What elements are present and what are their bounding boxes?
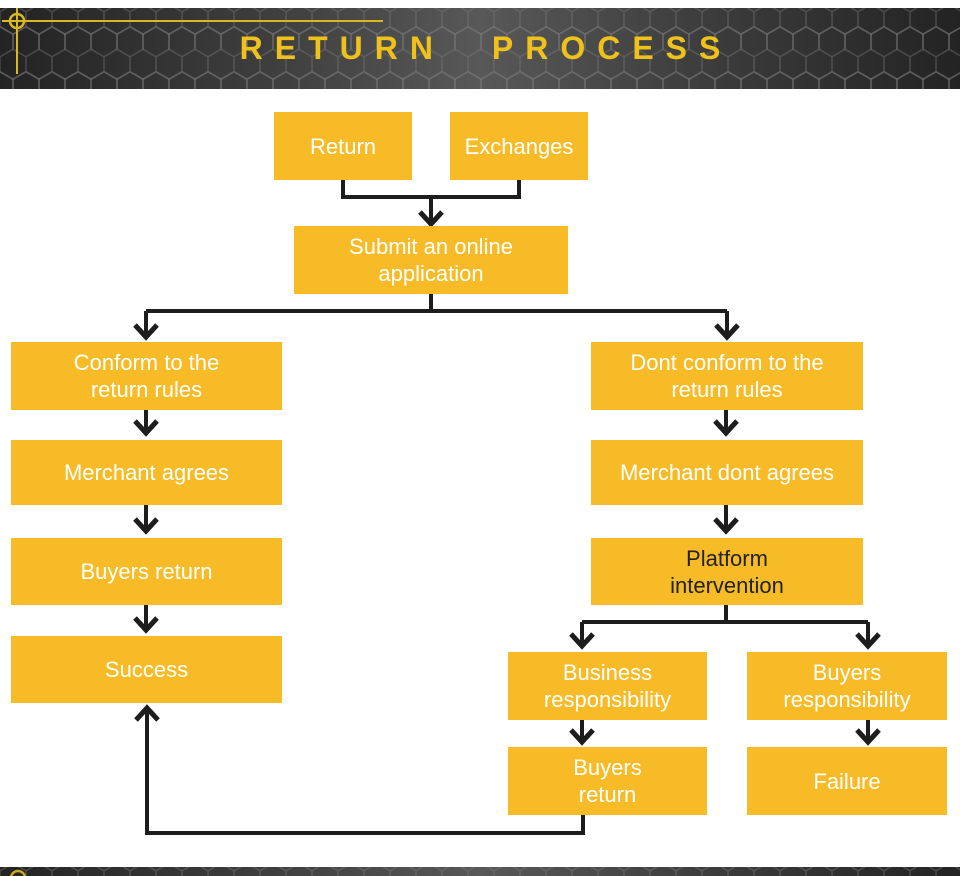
arrowhead-platform bbox=[713, 517, 739, 535]
footer-crosshair-accent-icon bbox=[9, 869, 27, 876]
node-buyers-return-left: Buyers return bbox=[11, 538, 282, 605]
node-failure-label: Failure bbox=[813, 768, 881, 794]
node-submit-application: Submit an online application bbox=[294, 226, 568, 294]
node-merchant-dont-agrees: Merchant dont agrees bbox=[591, 440, 863, 505]
node-return-label: Return bbox=[309, 133, 377, 159]
arrowhead-buyers-return-right bbox=[569, 728, 595, 746]
node-exchanges-label: Exchanges bbox=[464, 133, 574, 159]
node-conform-rules: Conform to the return rules bbox=[11, 342, 282, 410]
banner-hex-pattern bbox=[0, 8, 960, 89]
arrowhead-conform bbox=[133, 323, 159, 341]
node-buyers-responsibility: Buyers responsibility bbox=[747, 652, 947, 720]
node-platform-intervention: Platform intervention bbox=[591, 538, 863, 605]
crosshair-accent-icon bbox=[2, 8, 383, 74]
node-business-responsibility: Business responsibility bbox=[508, 652, 707, 720]
node-dont-conform-rules: Dont conform to the return rules bbox=[591, 342, 863, 410]
node-dont-conform-rules-label: Dont conform to the return rules bbox=[630, 350, 824, 402]
arrowhead-merchant-agrees bbox=[133, 419, 159, 437]
node-business-responsibility-label: Business responsibility bbox=[543, 660, 672, 712]
connector-submit-branch bbox=[144, 293, 729, 334]
arrowhead-buyers-resp bbox=[855, 632, 881, 650]
node-buyers-responsibility-label: Buyers responsibility bbox=[783, 660, 911, 712]
node-failure: Failure bbox=[747, 747, 947, 815]
arrowhead-failure bbox=[855, 728, 881, 746]
node-success-label: Success bbox=[104, 657, 189, 682]
footer-banner bbox=[0, 867, 960, 876]
footer-hex-pattern bbox=[0, 867, 960, 876]
connector-loop-to-success bbox=[145, 711, 585, 835]
node-platform-intervention-label: Platform intervention bbox=[670, 545, 784, 598]
node-merchant-agrees-label: Merchant agrees bbox=[63, 460, 230, 485]
node-exchanges: Exchanges bbox=[450, 112, 588, 180]
connector-merge-to-submit bbox=[341, 180, 521, 221]
arrowhead-merchant-dont-agrees bbox=[713, 419, 739, 437]
node-submit-application-label: Submit an online application bbox=[349, 234, 513, 286]
arrowhead-buyers-return-left bbox=[133, 517, 159, 535]
node-buyers-return-right-label: Buyers return bbox=[573, 755, 642, 807]
node-buyers-return-right: Buyers return bbox=[508, 747, 707, 815]
page-title: RETURN PROCESS bbox=[239, 30, 733, 66]
arrowhead-success bbox=[133, 616, 159, 634]
node-conform-rules-label: Conform to the return rules bbox=[73, 350, 220, 402]
arrowhead-dont-conform bbox=[714, 323, 740, 341]
node-buyers-return-left-label: Buyers return bbox=[80, 559, 213, 584]
header-banner: RETURN PROCESS bbox=[0, 8, 960, 89]
arrowhead-business-resp bbox=[569, 632, 595, 650]
arrowhead-submit bbox=[418, 210, 444, 228]
node-return: Return bbox=[274, 112, 412, 180]
arrowhead-loop-success bbox=[134, 704, 160, 722]
node-merchant-dont-agrees-label: Merchant dont agrees bbox=[619, 460, 835, 485]
connector-platform-branch bbox=[580, 605, 870, 643]
node-merchant-agrees: Merchant agrees bbox=[11, 440, 282, 505]
node-success: Success bbox=[11, 636, 282, 703]
